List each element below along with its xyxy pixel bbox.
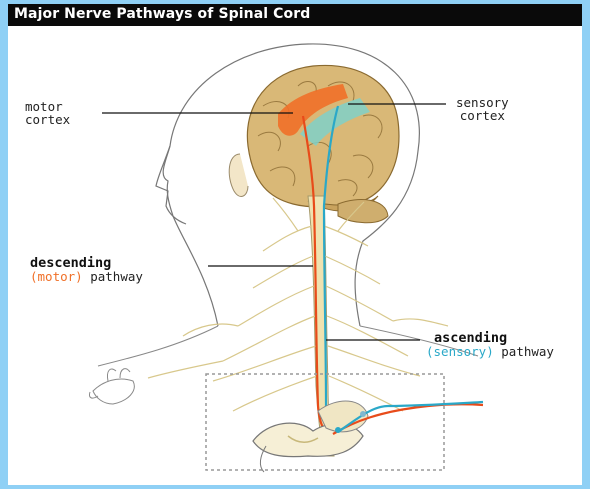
- brain: [247, 65, 399, 211]
- hand-sketch: [89, 369, 134, 404]
- diagram-frame: Major Nerve Pathways of Spinal Cord: [8, 4, 582, 485]
- label-descending-pathway: descending (motor) pathway: [30, 256, 143, 283]
- label-motor-cortex: motor cortex: [25, 100, 70, 126]
- diagram-title: Major Nerve Pathways of Spinal Cord: [14, 6, 310, 22]
- shoulder-left: [98, 326, 218, 366]
- title-bar: Major Nerve Pathways of Spinal Cord: [8, 4, 582, 26]
- spinal-nerves: [148, 198, 448, 411]
- label-sensory-cortex: sensory cortex: [456, 96, 509, 122]
- face-outline: [156, 146, 186, 224]
- ear: [229, 154, 248, 196]
- cross-section: [253, 401, 483, 472]
- label-ascending-pathway: ascending (sensory) pathway: [426, 331, 554, 358]
